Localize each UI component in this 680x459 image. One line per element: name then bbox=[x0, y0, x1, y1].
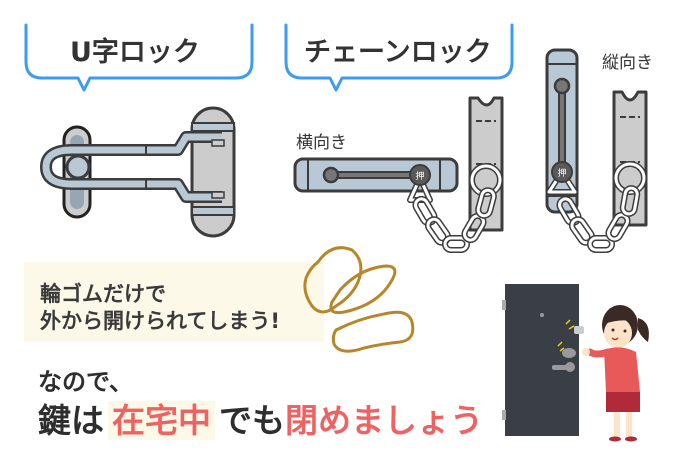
vertical-label: 縦向き bbox=[602, 53, 653, 73]
headline-highlight: 在宅中 bbox=[108, 401, 215, 440]
headline-part-3: でも bbox=[219, 401, 285, 440]
note-line-1: 輪ゴムだけで bbox=[40, 282, 166, 306]
chain-lock-title: チェーンロック bbox=[304, 37, 492, 68]
u-lock-title: U字ロック bbox=[70, 37, 200, 68]
note-line-2: 外から開けられてしまう! bbox=[40, 309, 280, 333]
horizontal-label: 横向き bbox=[296, 133, 347, 153]
headline-intro: なので、 bbox=[38, 368, 134, 396]
headline-message: 鍵は在宅中でも閉めましょう bbox=[38, 394, 483, 442]
headline-part-1: 鍵は bbox=[38, 401, 104, 440]
push-mark-v: 押 bbox=[557, 167, 566, 179]
push-mark-h: 押 bbox=[415, 170, 424, 182]
headline-part-4: 閉めましょう bbox=[285, 401, 483, 440]
rubber-band-note: 輪ゴムだけで 外から開けられてしまう! bbox=[24, 262, 324, 342]
